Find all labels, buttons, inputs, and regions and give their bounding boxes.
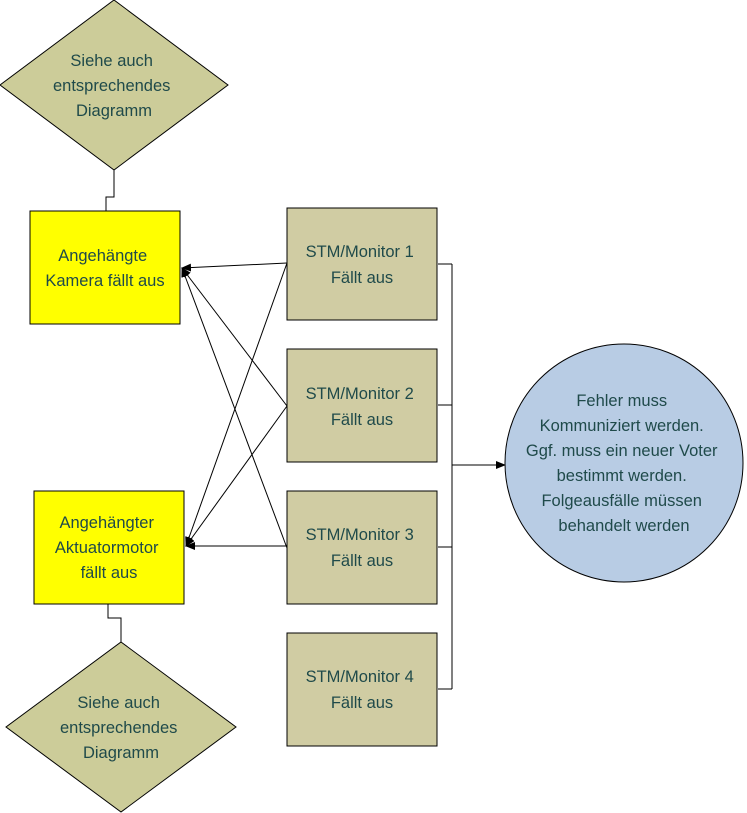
- diamond-bottom[interactable]: Siehe auch entsprechendes Diagramm: [5, 641, 237, 813]
- connectors: [105, 169, 506, 690]
- monitor-box-3-text: STM/Monitor 3 Fällt aus: [306, 526, 419, 570]
- result-circle-line-1: Fehler muss: [576, 392, 667, 410]
- monitor-box-1[interactable]: STM/Monitor 1 Fällt aus: [286, 207, 438, 321]
- monitor-box-1-line-2: Fällt aus: [331, 269, 393, 287]
- result-circle-text: Fehler muss Kommuniziert werden. Ggf. mu…: [526, 392, 722, 535]
- monitor-box-4-line-2: Fällt aus: [331, 694, 393, 712]
- diamond-bottom-text: Siehe auch entsprechendes Diagramm: [60, 694, 182, 762]
- monitor-box-3-line-2: Fällt aus: [331, 552, 393, 570]
- monitor-box-3-line-1: STM/Monitor 3: [306, 526, 414, 544]
- actuator-box-line-3: fällt aus: [81, 564, 138, 582]
- monitor-box-2-line-1: STM/Monitor 2: [306, 385, 414, 403]
- result-circle-line-6: behandelt werden: [558, 517, 689, 535]
- connector-actuator-diamond-bottom: [107, 604, 122, 642]
- monitor-box-3-shape: [286, 490, 438, 605]
- result-circle-line-4: bestimmt werden.: [557, 467, 687, 485]
- arrow-monitor1-camera: [181, 262, 288, 272]
- camera-box-shape: [29, 210, 181, 325]
- result-circle-line-2: Kommuniziert werden.: [540, 417, 704, 435]
- diamond-top-shape: [0, 0, 229, 171]
- diamond-bottom-line-3: Diagramm: [83, 744, 159, 762]
- monitor-box-2-shape: [286, 348, 438, 463]
- actuator-box-shape: [33, 490, 185, 605]
- actuator-box-text: Angehängter Aktuatormotor fällt aus: [55, 514, 163, 582]
- diamond-bottom-line-2: entsprechendes: [60, 719, 177, 737]
- arrow-monitor1-actuator: [185, 262, 288, 547]
- result-circle-line-3: Ggf. muss ein neuer Voter: [526, 442, 718, 460]
- result-circle-shape: [504, 343, 744, 583]
- diamond-top-line-2: entsprechendes: [53, 77, 170, 95]
- monitor-box-2[interactable]: STM/Monitor 2 Fällt aus: [286, 348, 438, 463]
- arrow-monitor3-camera: [181, 267, 288, 549]
- monitor-box-2-text: STM/Monitor 2 Fällt aus: [306, 385, 419, 429]
- monitor-box-4[interactable]: STM/Monitor 4 Fällt aus: [286, 632, 438, 747]
- result-circle[interactable]: Fehler muss Kommuniziert werden. Ggf. mu…: [504, 343, 744, 583]
- monitor-box-3[interactable]: STM/Monitor 3 Fällt aus: [286, 490, 438, 605]
- arrow-monitor2-actuator: [185, 405, 288, 547]
- diamond-top-line-3: Diagramm: [76, 102, 152, 120]
- arrow-monitor2-camera: [181, 267, 288, 407]
- monitor-box-4-text: STM/Monitor 4 Fällt aus: [306, 668, 419, 712]
- diamond-bottom-line-1: Siehe auch: [77, 694, 160, 712]
- camera-box-text: Angehängte Kamera fällt aus: [45, 247, 164, 290]
- connector-diamond-top-camera: [105, 169, 115, 211]
- monitor-box-4-shape: [286, 632, 438, 747]
- actuator-box[interactable]: Angehängter Aktuatormotor fällt aus: [33, 490, 185, 605]
- diamond-top-text: Siehe auch entsprechendes Diagramm: [53, 52, 175, 120]
- monitor-box-1-text: STM/Monitor 1 Fällt aus: [306, 243, 419, 287]
- camera-box[interactable]: Angehängte Kamera fällt aus: [29, 210, 181, 325]
- diamond-top[interactable]: Siehe auch entsprechendes Diagramm: [0, 0, 229, 171]
- diamond-bottom-shape: [5, 641, 237, 813]
- camera-box-line-1: Angehängte: [58, 247, 147, 265]
- monitor-box-2-line-2: Fällt aus: [331, 411, 393, 429]
- camera-box-line-2: Kamera fällt aus: [45, 272, 164, 290]
- diamond-top-line-1: Siehe auch: [70, 52, 153, 70]
- actuator-box-line-2: Aktuatormotor: [55, 539, 159, 557]
- actuator-box-line-1: Angehängter: [59, 514, 154, 532]
- result-circle-line-5: Folgeausfälle müssen: [541, 492, 702, 510]
- monitor-box-4-line-1: STM/Monitor 4: [306, 668, 414, 686]
- monitor-box-1-line-1: STM/Monitor 1: [306, 243, 414, 261]
- monitor-box-1-shape: [286, 207, 438, 321]
